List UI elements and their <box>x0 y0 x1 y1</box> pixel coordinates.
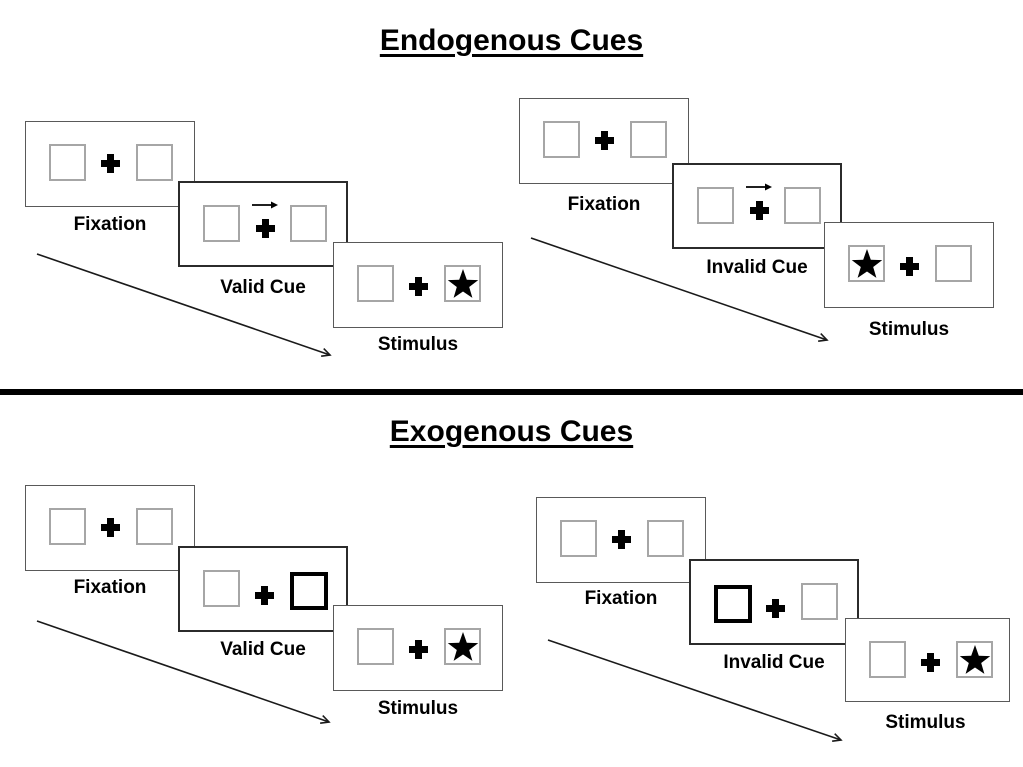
left-placeholder-box <box>697 187 734 224</box>
exo-invalid-stimulus-label: Stimulus <box>885 712 966 733</box>
exogenous-section-title: Exogenous Cues <box>389 415 634 448</box>
left-highlighted-box <box>714 585 752 623</box>
left-placeholder-box <box>357 265 394 302</box>
right-placeholder-box <box>136 508 173 545</box>
endogenous-section-title: Endogenous Cues <box>379 24 644 57</box>
endo-valid-stimulus-panel <box>333 242 503 328</box>
endo-valid-fixation-label: Fixation <box>73 214 147 235</box>
fixation-cross-icon <box>921 653 940 672</box>
endo-invalid-cue-label: Invalid Cue <box>706 257 808 278</box>
exo-valid-stimulus-panel <box>333 605 503 691</box>
fixation-cross-icon <box>101 154 120 173</box>
exo-invalid-cue-panel <box>689 559 859 645</box>
right-placeholder-box <box>801 583 838 620</box>
left-placeholder-box <box>357 628 394 665</box>
sequence-arrow <box>36 253 332 357</box>
left-placeholder-box <box>560 520 597 557</box>
right-highlighted-box <box>290 572 328 610</box>
endo-valid-cue-panel <box>178 181 348 267</box>
endo-invalid-cue-panel <box>672 163 842 249</box>
star-icon <box>447 631 478 661</box>
right-placeholder-box <box>136 144 173 181</box>
exo-valid-stimulus-label: Stimulus <box>377 698 459 719</box>
fixation-cross-icon <box>900 257 919 276</box>
exo-invalid-fixation-panel <box>536 497 706 583</box>
exo-invalid-fixation-label: Fixation <box>584 588 658 609</box>
fixation-cross-icon <box>409 640 428 659</box>
left-placeholder-box <box>203 205 240 242</box>
endo-valid-fixation-panel <box>25 121 195 207</box>
left-placeholder-box <box>49 508 86 545</box>
exo-valid-fixation-panel <box>25 485 195 571</box>
fixation-cross-icon <box>256 219 275 238</box>
left-placeholder-box <box>49 144 86 181</box>
fixation-cross-icon <box>409 277 428 296</box>
star-icon <box>851 248 882 278</box>
endo-valid-stimulus-label: Stimulus <box>377 334 459 355</box>
right-placeholder-box <box>290 205 327 242</box>
fixation-cross-icon <box>595 131 614 150</box>
right-target-box <box>444 628 481 665</box>
endo-invalid-stimulus-panel <box>824 222 994 308</box>
section-divider <box>0 389 1023 395</box>
left-placeholder-box <box>869 641 906 678</box>
right-arrow-icon <box>746 183 772 191</box>
right-placeholder-box <box>935 245 972 282</box>
fixation-cross-icon <box>101 518 120 537</box>
exo-valid-fixation-label: Fixation <box>73 577 147 598</box>
exo-valid-cue-panel <box>178 546 348 632</box>
left-target-box <box>848 245 885 282</box>
sequence-arrow <box>36 620 331 724</box>
fixation-cross-icon <box>750 201 769 220</box>
endo-invalid-fixation-label: Fixation <box>567 194 641 215</box>
right-placeholder-box <box>647 520 684 557</box>
exo-invalid-cue-label: Invalid Cue <box>723 652 825 673</box>
fixation-cross-icon <box>612 530 631 549</box>
exo-valid-cue-label: Valid Cue <box>220 639 306 660</box>
sequence-arrow <box>547 639 843 742</box>
right-placeholder-box <box>630 121 667 158</box>
fixation-cross-icon <box>766 599 785 618</box>
sequence-arrow <box>530 237 829 342</box>
endo-valid-cue-label: Valid Cue <box>220 277 306 298</box>
exo-invalid-stimulus-panel <box>845 618 1010 702</box>
left-placeholder-box <box>543 121 580 158</box>
fixation-cross-icon <box>255 586 274 605</box>
endo-invalid-fixation-panel <box>519 98 689 184</box>
left-placeholder-box <box>203 570 240 607</box>
star-icon <box>447 268 478 298</box>
right-arrow-icon <box>252 201 278 209</box>
endo-invalid-stimulus-label: Stimulus <box>868 319 950 340</box>
star-icon <box>959 644 990 674</box>
right-target-box <box>956 641 993 678</box>
right-target-box <box>444 265 481 302</box>
right-placeholder-box <box>784 187 821 224</box>
